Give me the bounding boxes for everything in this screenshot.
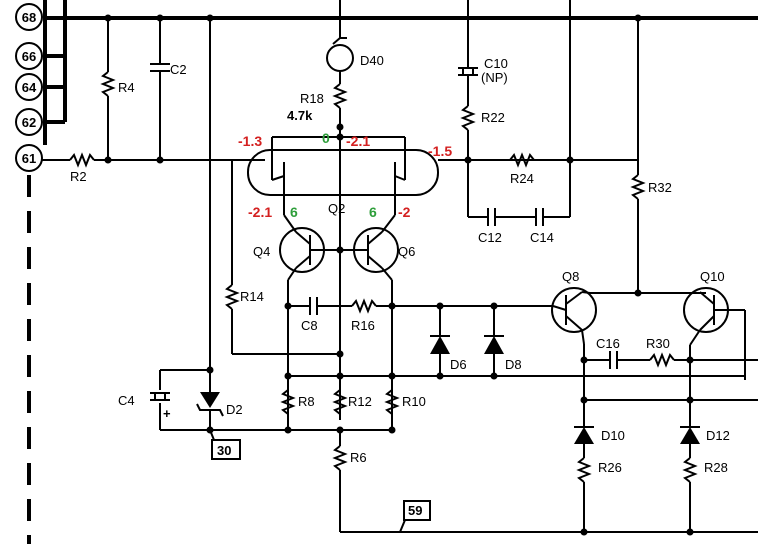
- label-q2: Q2: [328, 201, 345, 216]
- label-c10: C10: [484, 56, 508, 71]
- label-r12: R12: [348, 394, 372, 409]
- resistor-r26: [576, 457, 592, 483]
- voltage-q4-base: -2.1: [248, 204, 272, 220]
- resistor-r12: [332, 389, 348, 415]
- label-r26: R26: [598, 460, 622, 475]
- voltage-q2-right-base: -1.5: [428, 143, 452, 159]
- label-c14: C14: [530, 230, 554, 245]
- label-r16: R16: [351, 318, 375, 333]
- label-r14: R14: [240, 289, 264, 304]
- label-d12: D12: [706, 428, 730, 443]
- resistor-r22: [460, 105, 476, 131]
- label-c2: C2: [170, 62, 187, 77]
- resistor-r6: [332, 445, 348, 471]
- svg-text:30: 30: [217, 443, 231, 458]
- resistor-r2: [69, 152, 95, 168]
- connector-62: 62: [15, 108, 43, 136]
- label-c8: C8: [301, 318, 318, 333]
- terminal-59: 59: [403, 500, 431, 521]
- terminal-30: 30: [211, 439, 241, 460]
- label-q8: Q8: [562, 269, 579, 284]
- voltage-q2-emitter: 0: [322, 130, 330, 146]
- label-r28: R28: [704, 460, 728, 475]
- label-q6: Q6: [398, 244, 415, 259]
- label-r2: R2: [70, 169, 87, 184]
- resistor-r16: [351, 298, 377, 314]
- connector-68: 68: [15, 3, 43, 31]
- svg-text:68: 68: [22, 10, 36, 25]
- diode-d12: [680, 427, 700, 444]
- label-r4: R4: [118, 80, 135, 95]
- label-d6: D6: [450, 357, 467, 372]
- resistor-r18: [332, 83, 348, 109]
- label-c4: C4: [118, 393, 135, 408]
- capacitor-c4: [150, 392, 170, 401]
- diode-d6: [430, 336, 450, 354]
- label-q4: Q4: [253, 244, 270, 259]
- label-d10: D10: [601, 428, 625, 443]
- resistor-r30: [649, 352, 675, 368]
- label-r8: R8: [298, 394, 315, 409]
- transistor-q8: [551, 287, 597, 333]
- voltage-q2-left-base: -1.3: [238, 133, 262, 149]
- svg-text:59: 59: [408, 503, 422, 518]
- diode-d8: [484, 336, 504, 354]
- lamp-d40: [326, 44, 354, 72]
- label-c4-plus: +: [163, 406, 171, 421]
- label-r18-value: 4.7k: [287, 108, 313, 123]
- label-r10: R10: [402, 394, 426, 409]
- label-d2: D2: [226, 402, 243, 417]
- resistor-r4: [100, 71, 116, 97]
- label-r32: R32: [648, 180, 672, 195]
- voltage-q6-base: -2: [398, 204, 411, 220]
- voltage-q2-right-emitter: -2.1: [346, 133, 370, 149]
- voltage-q6-collector: 6: [369, 204, 377, 220]
- label-d40: D40: [360, 53, 384, 68]
- label-c12: C12: [478, 230, 502, 245]
- resistor-r32: [630, 174, 646, 200]
- svg-text:61: 61: [22, 151, 36, 166]
- label-r24: R24: [510, 171, 534, 186]
- voltage-q4-collector: 6: [290, 204, 298, 220]
- label-d8: D8: [505, 357, 522, 372]
- svg-text:64: 64: [22, 80, 37, 95]
- svg-text:66: 66: [22, 49, 36, 64]
- label-r6: R6: [350, 450, 367, 465]
- diode-d10: [574, 427, 594, 444]
- label-c10-np: (NP): [481, 70, 508, 85]
- resistor-r14: [224, 284, 240, 310]
- resistor-r28: [682, 457, 698, 483]
- label-c16: C16: [596, 336, 620, 351]
- connector-61: 61: [15, 144, 43, 172]
- connector-64: 64: [15, 73, 43, 101]
- resistor-r8: [280, 389, 296, 415]
- transistor-q2-package: [247, 149, 439, 196]
- resistor-r10: [384, 389, 400, 415]
- connector-66: 66: [15, 42, 43, 70]
- svg-text:62: 62: [22, 115, 36, 130]
- label-r18: R18: [300, 91, 324, 106]
- label-q10: Q10: [700, 269, 725, 284]
- label-r22: R22: [481, 110, 505, 125]
- resistor-r24: [509, 152, 535, 168]
- label-r30: R30: [646, 336, 670, 351]
